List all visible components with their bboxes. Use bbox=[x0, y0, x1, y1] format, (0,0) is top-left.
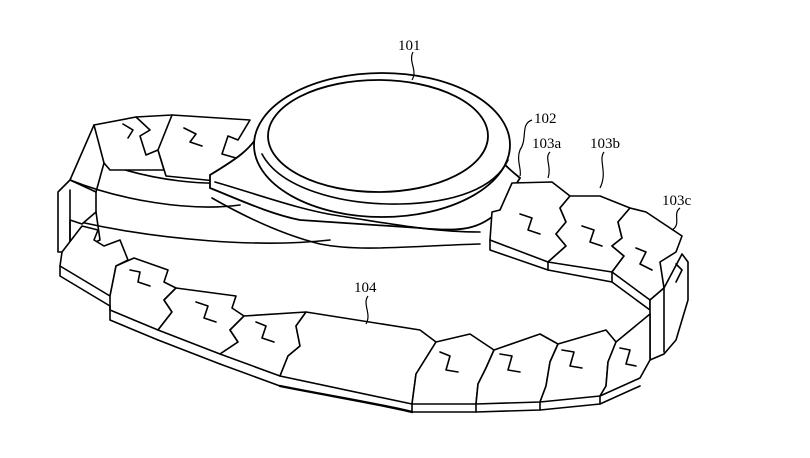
band-right-end bbox=[649, 253, 689, 361]
label-103c: 103c bbox=[662, 193, 692, 209]
leader-102 bbox=[517, 119, 533, 177]
label-103b: 103b bbox=[590, 136, 620, 152]
leader-101 bbox=[410, 51, 415, 81]
leader-103a bbox=[547, 151, 551, 179]
leader-103b bbox=[599, 151, 605, 189]
leader-103c bbox=[671, 207, 681, 231]
back-left-links bbox=[69, 114, 251, 193]
watch-face bbox=[267, 79, 489, 193]
label-101: 101 bbox=[398, 38, 421, 54]
link-103b bbox=[547, 195, 631, 273]
leader-104 bbox=[365, 295, 369, 325]
right-band-links bbox=[489, 181, 683, 311]
watch-body bbox=[209, 72, 522, 249]
link-front-8 bbox=[599, 313, 651, 397]
label-102: 102 bbox=[534, 111, 557, 127]
link-back-1 bbox=[93, 116, 165, 171]
reference-labels: 101 102 103a 103b 103c 104 bbox=[354, 38, 692, 325]
front-band bbox=[59, 225, 651, 414]
label-103a: 103a bbox=[532, 136, 562, 152]
link-front-3 bbox=[157, 287, 245, 355]
label-104: 104 bbox=[354, 280, 377, 296]
link-front-1 bbox=[59, 225, 129, 297]
